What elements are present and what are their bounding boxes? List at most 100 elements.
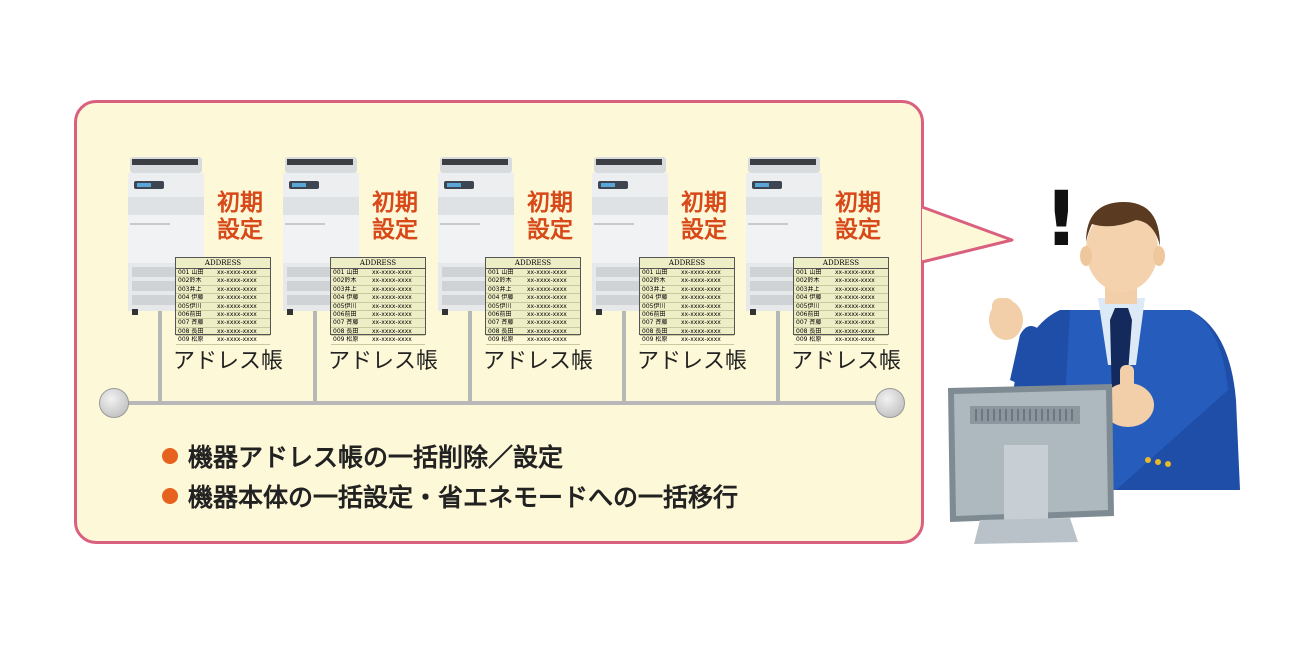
feature-list: 機器アドレス帳の一括削除／設定 機器本体の一括設定・省エネモードへの一括移行: [162, 436, 738, 516]
address-book-label: アドレス帳: [637, 349, 748, 374]
address-name: 006前田: [333, 310, 357, 318]
address-tel: xx-xxxx-xxxx: [217, 277, 257, 285]
network-drop-line: [776, 305, 780, 405]
address-tel: xx-xxxx-xxxx: [372, 336, 412, 344]
network-drop-line: [622, 305, 626, 405]
address-name: 005伊川: [178, 302, 202, 310]
exclamation-mark: !: [1044, 174, 1079, 263]
address-book-title: ADDRESS: [640, 258, 734, 269]
address-tel: xx-xxxx-xxxx: [835, 294, 875, 302]
address-name: 008 長田: [488, 327, 514, 335]
network-drop-line: [313, 305, 317, 405]
network-end-right: [875, 388, 905, 418]
address-tel: xx-xxxx-xxxx: [527, 294, 567, 302]
address-row: 008 長田 xx-xxxx-xxxx: [331, 327, 425, 337]
address-tel: xx-xxxx-xxxx: [835, 277, 875, 285]
address-name: 004 伊藤: [642, 294, 668, 302]
address-tel: xx-xxxx-xxxx: [527, 319, 567, 327]
address-tel: xx-xxxx-xxxx: [681, 269, 721, 276]
init-line: 初期: [681, 190, 727, 216]
address-tel: xx-xxxx-xxxx: [372, 327, 412, 335]
address-tel: xx-xxxx-xxxx: [527, 277, 567, 285]
address-tel: xx-xxxx-xxxx: [835, 310, 875, 318]
address-tel: xx-xxxx-xxxx: [217, 269, 257, 276]
printer-icon: [128, 157, 204, 315]
address-tel: xx-xxxx-xxxx: [372, 294, 412, 302]
address-name: 007 斉藤: [178, 319, 204, 327]
address-row: 001 山田 xx-xxxx-xxxx: [176, 269, 270, 278]
address-tel: xx-xxxx-xxxx: [527, 327, 567, 335]
address-name: 006前田: [642, 310, 666, 318]
monitor-icon: [948, 384, 1114, 544]
feature-text: 機器アドレス帳の一括削除／設定: [188, 443, 564, 472]
address-row: 004 伊藤 xx-xxxx-xxxx: [331, 294, 425, 303]
address-row: 004 伊藤 xx-xxxx-xxxx: [640, 294, 734, 303]
init-line: 設定: [372, 217, 418, 243]
address-tel: xx-xxxx-xxxx: [372, 277, 412, 285]
address-name: 009 松原: [796, 336, 822, 344]
address-book-title: ADDRESS: [176, 258, 270, 269]
address-name: 001 山田: [642, 269, 668, 276]
address-row: 006前田 xx-xxxx-xxxx: [794, 310, 888, 320]
initial-settings-label: 初期 設定: [365, 190, 425, 244]
address-row: 002鈴木 xx-xxxx-xxxx: [794, 277, 888, 286]
address-tel: xx-xxxx-xxxx: [217, 285, 257, 293]
address-name: 008 長田: [333, 327, 359, 335]
network-end-left: [99, 388, 129, 418]
address-tel: xx-xxxx-xxxx: [681, 336, 721, 344]
address-row: 009 松原 xx-xxxx-xxxx: [640, 336, 734, 345]
init-line: 設定: [835, 217, 881, 243]
address-name: 002鈴木: [796, 277, 820, 285]
address-name: 003井上: [796, 285, 820, 293]
address-name: 003井上: [642, 285, 666, 293]
address-name: 003井上: [178, 285, 202, 293]
address-tel: xx-xxxx-xxxx: [527, 302, 567, 310]
address-tel: xx-xxxx-xxxx: [835, 319, 875, 327]
address-tel: xx-xxxx-xxxx: [835, 327, 875, 335]
address-name: 003井上: [333, 285, 357, 293]
address-name: 007 斉藤: [333, 319, 359, 327]
address-name: 009 松原: [642, 336, 668, 344]
address-tel: xx-xxxx-xxxx: [217, 319, 257, 327]
initial-settings-label: 初期 設定: [520, 190, 580, 244]
address-tel: xx-xxxx-xxxx: [217, 310, 257, 318]
address-tel: xx-xxxx-xxxx: [681, 294, 721, 302]
initial-settings-label: 初期 設定: [674, 190, 734, 244]
address-book-title: ADDRESS: [794, 258, 888, 269]
address-name: 001 山田: [178, 269, 204, 276]
address-tel: xx-xxxx-xxxx: [835, 285, 875, 293]
address-tel: xx-xxxx-xxxx: [217, 327, 257, 335]
init-line: 設定: [527, 217, 573, 243]
address-name: 004 伊藤: [796, 294, 822, 302]
network-line: [112, 401, 892, 405]
address-name: 006前田: [488, 310, 512, 318]
address-name: 001 山田: [488, 269, 514, 276]
address-tel: xx-xxxx-xxxx: [681, 277, 721, 285]
address-book-label: アドレス帳: [328, 349, 439, 374]
address-tel: xx-xxxx-xxxx: [681, 319, 721, 327]
address-tel: xx-xxxx-xxxx: [527, 285, 567, 293]
address-name: 004 伊藤: [333, 294, 359, 302]
address-row: 008 長田 xx-xxxx-xxxx: [486, 327, 580, 337]
address-tel: xx-xxxx-xxxx: [372, 285, 412, 293]
address-name: 002鈴木: [642, 277, 666, 285]
address-name: 006前田: [796, 310, 820, 318]
